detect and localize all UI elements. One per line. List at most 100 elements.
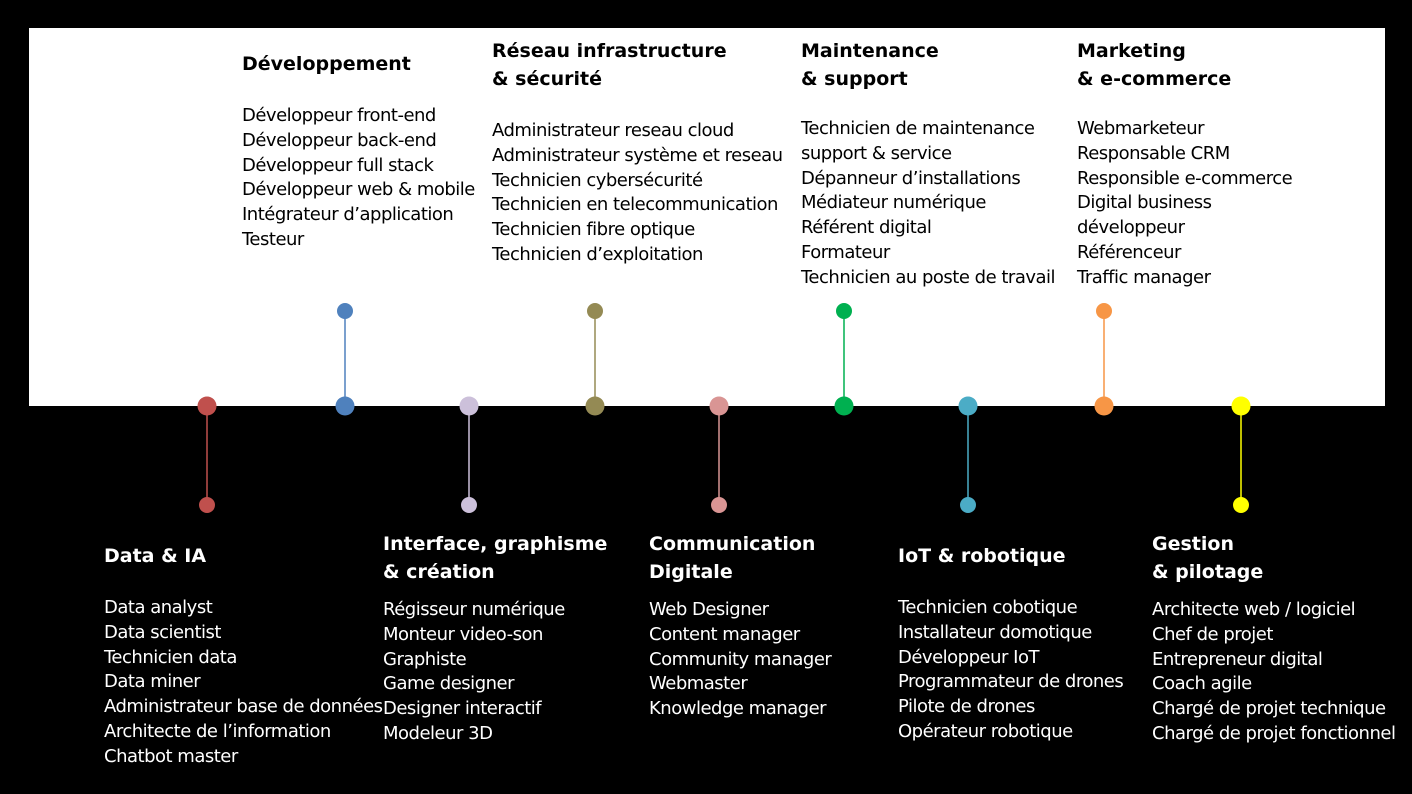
connector-end-node (1233, 497, 1249, 513)
job-item: Technicien data (104, 646, 237, 668)
job-item: Responsible e-commerce (1077, 167, 1293, 189)
job-item: Installateur domotique (898, 621, 1092, 643)
connector-end-node (461, 497, 477, 513)
category-reseau-securite: Réseau infrastructure & sécurité Adminis… (492, 37, 783, 268)
connector-bottom-0 (197, 396, 217, 513)
timeline-node (1231, 396, 1251, 416)
job-item: Programmateur de drones (898, 671, 1124, 693)
job-item: Data analyst (104, 597, 213, 618)
job-list: Architecte web / logiciel Chef de projet… (1152, 598, 1396, 747)
job-item: Graphiste (383, 648, 467, 670)
category-title: Réseau infrastructure & sécurité (492, 40, 727, 90)
timeline-node (709, 396, 729, 416)
job-item: Développeur full stack (242, 154, 434, 176)
category-title: Gestion & pilotage (1152, 533, 1264, 583)
connector-top-1 (585, 303, 605, 416)
job-item: Intégrateur d’application (242, 204, 454, 226)
job-item: Webmarketeur (1077, 118, 1205, 139)
connector-bottom-3 (958, 396, 978, 513)
job-item: développeur (1077, 217, 1185, 239)
category-title: IoT & robotique (898, 545, 1066, 567)
job-item: Web Designer (649, 599, 769, 620)
category-data-ia: Data & IA Data analyst Data scientist Te… (104, 542, 383, 770)
connector-end-node (960, 497, 976, 513)
connector-end-node (199, 497, 215, 513)
category-developpement: Développement Développeur front-end Déve… (242, 50, 475, 253)
connector-bottom-2 (709, 396, 729, 513)
job-item: Référent digital (801, 217, 932, 239)
job-item: Architecte de l’information (104, 720, 331, 742)
category-communication-digitale: Communication Digitale Web Designer Cont… (649, 530, 832, 722)
job-item: Chef de projet (1152, 623, 1273, 645)
job-item: Technicien cobotique (898, 597, 1078, 618)
job-item: Knowledge manager (649, 698, 827, 720)
connector-end-node (587, 303, 603, 319)
job-list: Régisseur numérique Monteur video-son Gr… (383, 598, 607, 747)
timeline-node (958, 396, 978, 416)
job-list: Technicien cobotique Installateur domoti… (898, 596, 1124, 745)
timeline-node (834, 396, 854, 416)
connector-end-node (1096, 303, 1112, 319)
job-item: Content manager (649, 623, 800, 645)
job-item: Testeur (242, 228, 304, 250)
job-list: Web Designer Content manager Community m… (649, 598, 832, 722)
job-item: Responsable CRM (1077, 142, 1230, 164)
category-interface-graphisme: Interface, graphisme & création Régisseu… (383, 530, 607, 747)
job-list: Webmarketeur Responsable CRM Responsible… (1077, 117, 1293, 291)
timeline-node (197, 396, 217, 416)
job-item: Game designer (383, 673, 515, 695)
job-item: support & service (801, 142, 952, 164)
job-item: Entrepreneur digital (1152, 648, 1323, 670)
job-item: Data scientist (104, 621, 221, 643)
job-item: Technicien au poste de travail (801, 266, 1056, 288)
job-item: Chargé de projet technique (1152, 698, 1386, 720)
job-item: Modeleur 3D (383, 722, 493, 744)
category-maintenance-support: Maintenance & support Technicien de main… (801, 37, 1056, 291)
job-item: Chatbot master (104, 745, 238, 767)
job-item: Administrateur système et reseau (492, 144, 783, 166)
category-gestion-pilotage: Gestion & pilotage Architecte web / logi… (1152, 530, 1396, 747)
job-item: Designer interactif (383, 698, 542, 720)
job-item: Développeur front-end (242, 105, 436, 126)
job-item: Régisseur numérique (383, 599, 565, 620)
job-item: Référenceur (1077, 241, 1181, 263)
job-item: Technicien en telecommunication (492, 194, 778, 216)
job-item: Médiateur numérique (801, 192, 986, 214)
job-item: Administrateur base de données (104, 696, 383, 718)
job-item: Monteur video-son (383, 623, 543, 645)
timeline-node (459, 396, 479, 416)
job-item: Traffic manager (1077, 266, 1211, 288)
connector-top-3 (1094, 303, 1114, 416)
job-item: Opérateur robotique (898, 720, 1073, 742)
job-item: Administrateur reseau cloud (492, 120, 734, 141)
job-item: Développeur IoT (898, 646, 1039, 668)
connector-end-node (337, 303, 353, 319)
connector-top-0 (335, 303, 355, 416)
category-marketing-ecommerce: Marketing & e-commerce Webmarketeur Resp… (1077, 37, 1293, 291)
job-item: Technicien fibre optique (492, 219, 695, 241)
job-list: Technicien de maintenance support & serv… (801, 117, 1056, 291)
category-title: Data & IA (104, 545, 207, 567)
job-list: Développeur front-end Développeur back-e… (242, 104, 475, 253)
job-item: Community manager (649, 648, 832, 670)
job-item: Technicien de maintenance (801, 118, 1035, 139)
category-title: Communication Digitale (649, 533, 816, 583)
timeline-node (335, 396, 355, 416)
white-panel (29, 28, 1385, 406)
job-item: Coach agile (1152, 673, 1252, 695)
connector-bottom-1 (459, 396, 479, 513)
job-item: Technicien d’exploitation (492, 243, 703, 265)
connector-bottom-4 (1231, 396, 1251, 513)
job-item: Digital business (1077, 192, 1212, 214)
category-title: Maintenance & support (801, 40, 939, 90)
category-iot-robotique: IoT & robotique Technicien cobotique Ins… (898, 542, 1124, 745)
job-item: Dépanneur d’installations (801, 167, 1021, 189)
job-item: Data miner (104, 671, 201, 693)
job-item: Formateur (801, 241, 890, 263)
job-list: Administrateur reseau cloud Administrate… (492, 119, 783, 268)
connector-end-node (836, 303, 852, 319)
job-item: Développeur web & mobile (242, 179, 475, 201)
job-item: Technicien cybersécurité (492, 169, 703, 191)
job-item: Pilote de drones (898, 696, 1035, 718)
